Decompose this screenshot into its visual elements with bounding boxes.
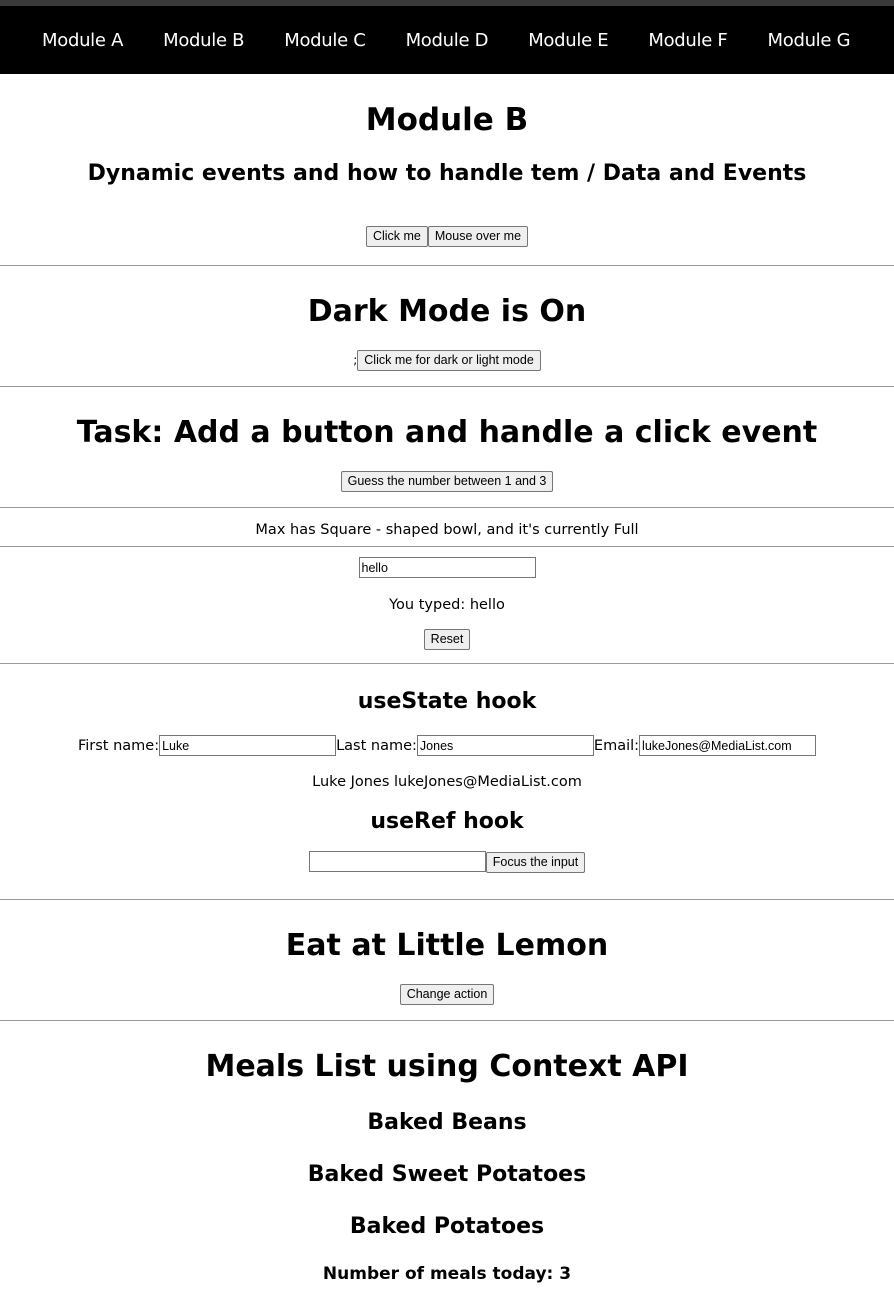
click-me-button[interactable]: Click me: [365, 226, 428, 247]
meal-item: Baked Potatoes: [349, 1214, 545, 1239]
meals-count: Number of meals today: 3: [322, 1264, 572, 1284]
typed-echo: You typed: hello: [389, 597, 505, 613]
useref-controls: Focus the input: [0, 851, 894, 873]
pet-section: Max has Square - shaped bowl, and it's c…: [0, 508, 894, 547]
events-section: Module B Dynamic events and how to handl…: [0, 74, 894, 266]
name-form: First name: Last name: Email:: [0, 735, 894, 756]
dark-mode-section: Dark Mode is On ;Click me for dark or li…: [0, 266, 894, 387]
meals-section: Meals List using Context API Baked Beans…: [0, 1021, 894, 1285]
task-title: Task: Add a button and handle a click ev…: [76, 415, 818, 450]
dark-mode-title: Dark Mode is On: [307, 294, 587, 329]
last-name-label: Last name:: [336, 738, 417, 754]
useref-input[interactable]: [308, 851, 486, 872]
meal-item: Baked Beans: [367, 1110, 527, 1135]
window-top-strip: [0, 0, 894, 6]
nav-link-module-e[interactable]: Module E: [528, 29, 609, 51]
first-name-input[interactable]: [159, 735, 337, 756]
nav-link-module-c[interactable]: Module C: [284, 29, 366, 51]
usestate-summary: Luke Jones lukeJones@MediaList.com: [312, 774, 582, 790]
guess-number-button[interactable]: Guess the number between 1 and 3: [340, 471, 554, 492]
mouse-over-button[interactable]: Mouse over me: [427, 226, 529, 247]
meals-title: Meals List using Context API: [205, 1049, 689, 1084]
email-label: Email:: [593, 738, 640, 754]
page-subtitle: Dynamic events and how to handle tem / D…: [87, 161, 807, 186]
reset-button[interactable]: Reset: [423, 629, 471, 650]
typing-input[interactable]: [358, 557, 536, 578]
pet-description: Max has Square - shaped bowl, and it's c…: [255, 522, 639, 538]
last-name-input[interactable]: [416, 735, 594, 756]
dark-mode-controls: ;Click me for dark or light mode: [0, 349, 894, 371]
top-navigation: Module A Module B Module C Module D Modu…: [0, 6, 894, 74]
task-section: Task: Add a button and handle a click ev…: [0, 387, 894, 508]
nav-link-module-g[interactable]: Module G: [767, 29, 851, 51]
page-title: Module B: [365, 102, 529, 138]
little-lemon-section: Eat at Little Lemon Change action: [0, 900, 894, 1021]
useref-title: useRef hook: [370, 809, 524, 834]
dark-mode-prefix: ;: [353, 353, 358, 367]
dark-mode-toggle-button[interactable]: Click me for dark or light mode: [357, 350, 541, 371]
usestate-title: useState hook: [357, 689, 537, 714]
first-name-label: First name:: [77, 738, 160, 754]
focus-input-button[interactable]: Focus the input: [485, 852, 586, 873]
meal-item: Baked Sweet Potatoes: [307, 1162, 587, 1187]
hooks-section: useState hook First name: Last name: Email…: [0, 664, 894, 900]
nav-link-module-f[interactable]: Module F: [648, 29, 728, 51]
nav-link-module-b[interactable]: Module B: [163, 29, 245, 51]
nav-link-module-d[interactable]: Module D: [405, 29, 489, 51]
change-action-button[interactable]: Change action: [399, 984, 495, 1005]
email-input[interactable]: [639, 735, 817, 756]
little-lemon-title: Eat at Little Lemon: [285, 928, 609, 963]
nav-link-module-a[interactable]: Module A: [42, 29, 124, 51]
typing-section: You typed: hello Reset: [0, 547, 894, 664]
